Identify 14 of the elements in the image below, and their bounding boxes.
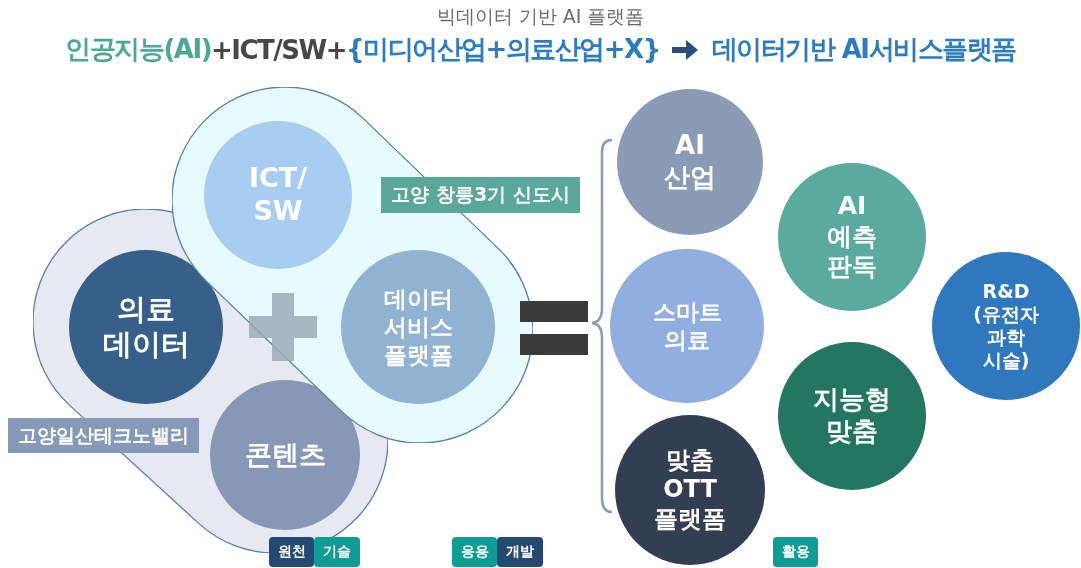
headline-text: 데이터기반 AI서비스플랫폼 — [711, 33, 1016, 66]
topic-circle: 스마트 의료 — [610, 249, 764, 403]
topic-circle: 지능형 맞춤 — [778, 342, 926, 490]
subtitle: 빅데이터 기반 AI 플랫폼 — [435, 4, 646, 29]
headline-text: 인공지능(AI) — [65, 33, 212, 66]
topic-circle: R&D (유전자 과학 시술) — [932, 252, 1080, 400]
headline-text: +ICT/SW+ — [211, 34, 346, 65]
topic-circle: AI 예측 판독 — [778, 163, 926, 311]
label-tag: 활용 — [773, 537, 818, 567]
label-tag: 개발 — [497, 537, 543, 567]
headline-text: {미디어산업+의료산업+X} — [346, 33, 660, 66]
label-tag: 응용 — [452, 537, 497, 567]
topic-circle: 맞춤 OTT 플랫폼 — [615, 415, 765, 565]
topic-circle: AI 산업 — [617, 89, 763, 235]
